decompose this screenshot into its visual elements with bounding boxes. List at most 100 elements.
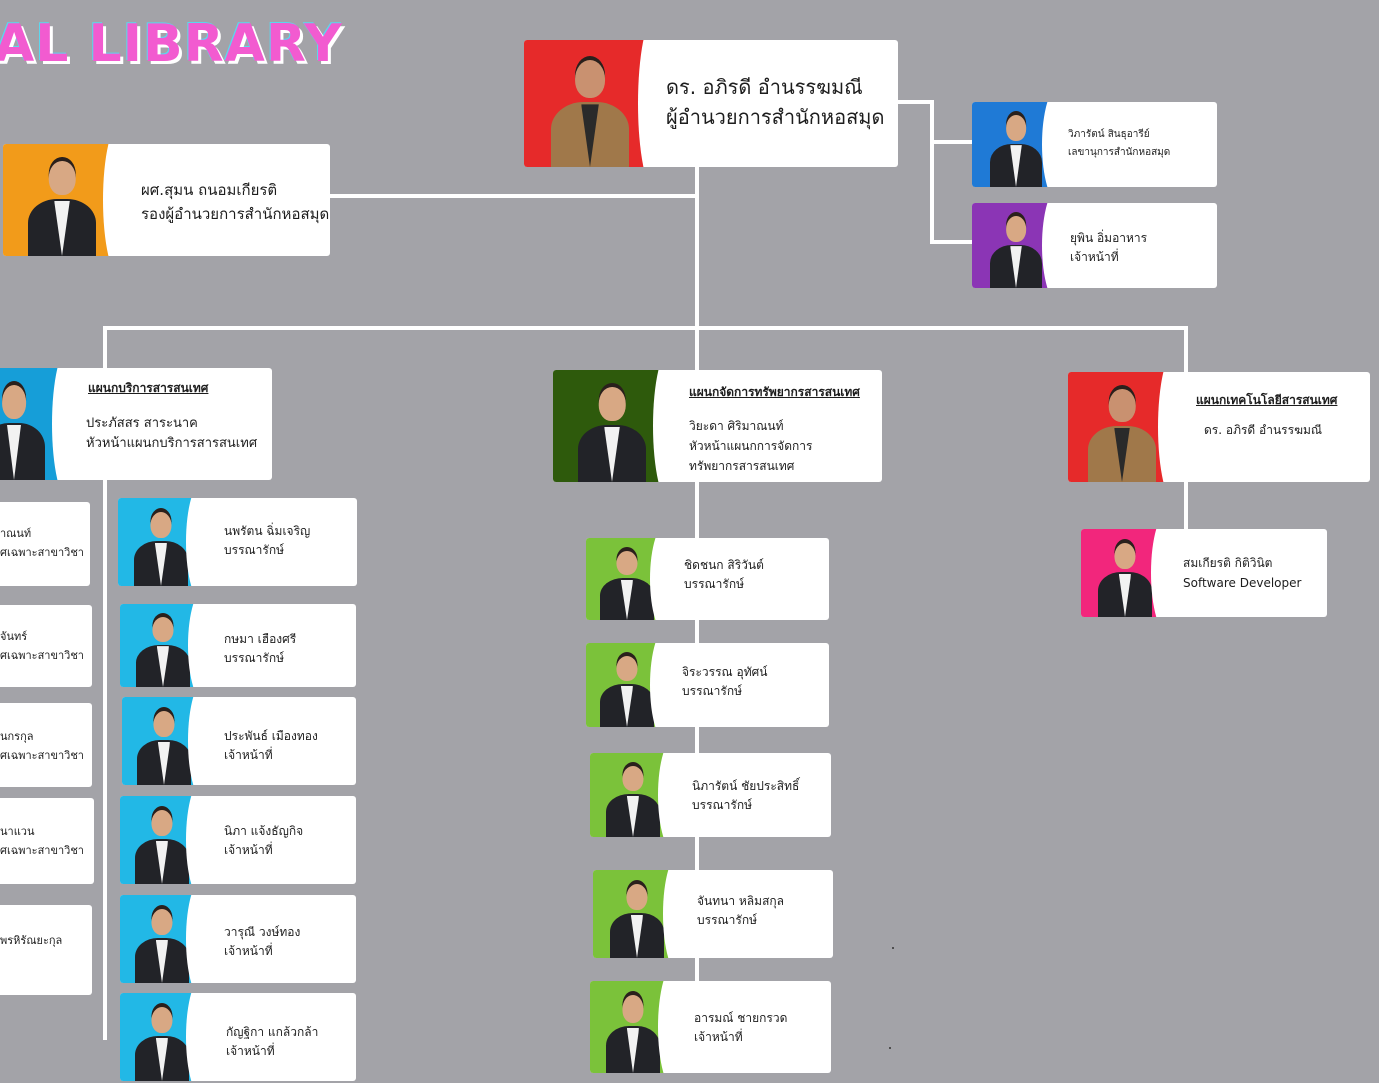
stray-dot xyxy=(889,1047,891,1049)
service-left-card-5: พรหิรัณยะกุล ั xyxy=(0,905,92,995)
stray-dot xyxy=(892,947,894,949)
service-staff-card-4: นิภา แจ้งธัญกิจ เจ้าหน้าที่ xyxy=(120,796,356,884)
service-left-role: ศเฉพาะสาขาวิชา xyxy=(0,546,84,559)
person-figure xyxy=(987,213,1045,288)
person-figure xyxy=(1083,385,1161,482)
staff-photo xyxy=(586,538,668,620)
service-left-card-4: นาแวน ศเฉพาะสาขาวิชา xyxy=(0,798,94,884)
staff-photo xyxy=(120,993,204,1081)
staff-photo xyxy=(1081,529,1169,617)
tech-staff-name: สมเกียรติ กิติวินิต xyxy=(1183,556,1273,570)
dept-resource-head-role-2: ทรัพยากรสารสนเทศ xyxy=(689,459,795,473)
deputy-name: ผศ.สุมน ถนอมเกียรติ xyxy=(141,181,278,199)
service-left-name: นาแวน xyxy=(0,825,35,838)
officer-card: ยุพิน อิ่มอาหาร เจ้าหน้าที่ xyxy=(972,203,1217,288)
tech-staff-role: Software Developer xyxy=(1183,576,1302,590)
deputy-photo xyxy=(3,144,121,256)
secretary-card: วิภารัตน์ สินธุอารีย์ เลขานุการสำนักหอสม… xyxy=(972,102,1217,187)
service-left-role: ศเฉพาะสาขาวิชา xyxy=(0,649,84,662)
secretary-role: เลขานุการสำนักหอสมุด xyxy=(1068,147,1171,158)
connector-secretary xyxy=(930,140,974,144)
person-figure xyxy=(596,653,658,727)
resource-staff-card-5: อารมณ์ ชายกรวด เจ้าหน้าที่ xyxy=(590,981,831,1073)
connector-dept-tech xyxy=(1184,326,1188,373)
dept-tech-head-name: ดร. อภิรดี อำนรรฆมณี xyxy=(1204,423,1323,437)
person-figure xyxy=(133,708,195,785)
staff-photo xyxy=(122,697,206,785)
staff-role: บรรณารักษ์ xyxy=(692,798,752,812)
dept-service-card: แผนกบริการสารสนเทศ ประภัสสร สาระนาค หัวห… xyxy=(0,368,272,480)
dept-resource-photo xyxy=(553,370,671,482)
service-staff-card-6: กัญฐิกา แกล้วกล้า เจ้าหน้าที่ xyxy=(120,993,356,1081)
dept-service-title: แผนกบริการสารสนเทศ xyxy=(88,381,209,395)
staff-name: กษมา เฮืองศรี xyxy=(224,632,297,646)
staff-name: กัญฐิกา แกล้วกล้า xyxy=(226,1025,319,1039)
service-left-name: จันทร์ xyxy=(0,630,28,643)
person-figure xyxy=(546,55,634,167)
dept-service-photo xyxy=(0,368,70,480)
person-figure xyxy=(987,112,1045,187)
connector-tech-staff xyxy=(1184,482,1188,532)
person-figure xyxy=(602,992,664,1073)
staff-photo xyxy=(120,796,204,884)
director-role: ผู้อำนวยการสำนักหอสมุด xyxy=(666,105,885,129)
staff-name: วารุณี วงษ์ทอง xyxy=(224,925,301,939)
staff-role: เจ้าหน้าที่ xyxy=(224,944,273,958)
person-figure xyxy=(132,614,194,687)
director-photo xyxy=(524,40,656,167)
officer-photo xyxy=(972,203,1060,288)
staff-name: ประพันธ์ เมืองทอง xyxy=(224,729,318,743)
person-figure xyxy=(131,1004,193,1081)
person-figure xyxy=(131,906,193,983)
staff-role: เจ้าหน้าที่ xyxy=(224,843,273,857)
dept-tech-photo xyxy=(1068,372,1176,482)
service-staff-card-3: ประพันธ์ เมืองทอง เจ้าหน้าที่ xyxy=(122,697,356,785)
officer-role: เจ้าหน้าที่ xyxy=(1070,250,1119,264)
officer-name: ยุพิน อิ่มอาหาร xyxy=(1070,231,1148,245)
service-staff-card-5: วารุณี วงษ์ทอง เจ้าหน้าที่ xyxy=(120,895,356,983)
dept-resource-card: แผนกจัดการทรัพยากรสารสนเทศ วิยะดา ศิริมา… xyxy=(553,370,882,482)
staff-name: นิภา แจ้งธัญกิจ xyxy=(224,824,304,838)
staff-role: บรรณารักษ์ xyxy=(684,577,744,591)
service-left-card-3: นกรกุล ศเฉพาะสาขาวิชา xyxy=(0,703,92,787)
director-name: ดร. อภิรดี อำนรรฆมณี xyxy=(666,75,863,99)
connector-main-vertical xyxy=(695,166,699,370)
connector-resource-staff xyxy=(695,482,699,1022)
director-card: ดร. อภิรดี อำนรรฆมณี ผู้อำนวยการสำนักหอส… xyxy=(524,40,898,167)
secretary-name: วิภารัตน์ สินธุอารีย์ xyxy=(1068,129,1150,140)
person-figure xyxy=(602,763,664,837)
dept-service-head-name: ประภัสสร สาระนาค xyxy=(86,416,198,431)
connector-service-staff xyxy=(103,480,107,1040)
person-figure xyxy=(131,807,193,884)
staff-name: จิระวรรณ อุทัศน์ xyxy=(682,665,768,679)
person-figure xyxy=(1094,540,1156,617)
person-figure xyxy=(573,383,651,482)
service-left-name: นกรกุล xyxy=(0,730,34,743)
service-left-name: พรหิรัณยะกุล xyxy=(0,934,63,947)
connector-dept-horizontal xyxy=(103,326,1188,330)
connector-dept-service xyxy=(103,326,107,371)
person-figure xyxy=(23,157,101,256)
person-figure xyxy=(596,548,658,620)
service-left-role: ั xyxy=(0,950,62,969)
staff-photo xyxy=(590,753,676,837)
library-banner: AL LIBRARY xyxy=(0,14,343,74)
staff-role: เจ้าหน้าที่ xyxy=(224,748,273,762)
service-left-name: าณนท์ xyxy=(0,527,32,540)
connector-right-vertical xyxy=(930,100,934,244)
dept-resource-head-name: วิยะดา ศิริมาณนท์ xyxy=(689,419,784,433)
service-left-role: ศเฉพาะสาขาวิชา xyxy=(0,844,84,857)
staff-name: ชิดชนก สิริวันต์ xyxy=(684,558,764,572)
dept-resource-title: แผนกจัดการทรัพยากรสารสนเทศ xyxy=(689,385,860,399)
resource-staff-card-2: จิระวรรณ อุทัศน์ บรรณารักษ์ xyxy=(586,643,829,727)
service-left-card-1: าณนท์ ศเฉพาะสาขาวิชา xyxy=(0,502,90,586)
resource-staff-card-4: จันทนา หลิมสกุล บรรณารักษ์ xyxy=(593,870,833,958)
staff-photo xyxy=(120,604,206,687)
dept-tech-card: แผนกเทคโนโลยีสารสนเทศ ดร. อภิรดี อำนรรฆม… xyxy=(1068,372,1370,482)
service-staff-card-1: นพรัตน ฉิ่มเจริญ บรรณารักษ์ xyxy=(118,498,357,586)
service-left-card-2: จันทร์ ศเฉพาะสาขาวิชา xyxy=(0,605,92,687)
resource-staff-card-1: ชิดชนก สิริวันต์ บรรณารักษ์ xyxy=(586,538,829,620)
deputy-card: ผศ.สุมน ถนอมเกียรติ รองผู้อำนวยการสำนักห… xyxy=(3,144,330,256)
staff-role: บรรณารักษ์ xyxy=(682,684,742,698)
